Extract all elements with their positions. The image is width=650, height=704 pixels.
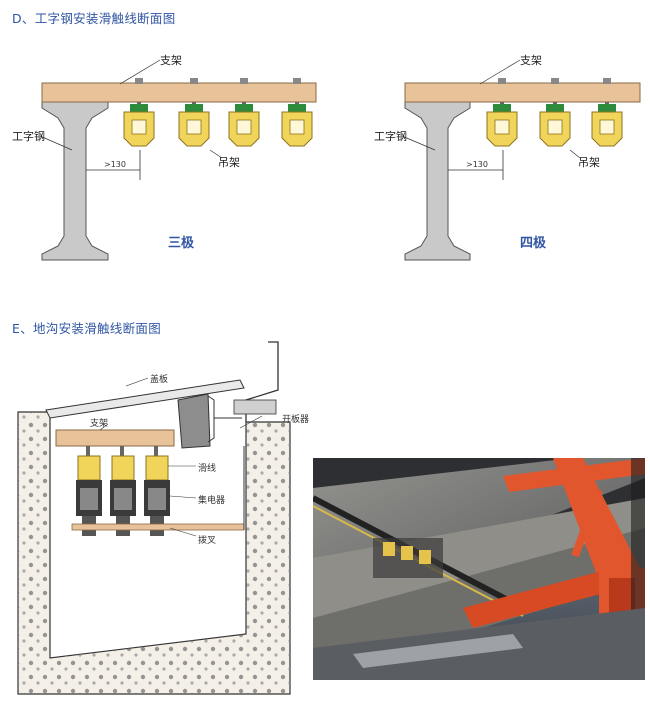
i-beam-diagram-three-pole — [39, 59, 317, 261]
hanger-pole-4-extra — [281, 78, 313, 147]
bracket-plate — [404, 82, 641, 103]
hanger-pole-2 — [178, 78, 210, 147]
hanger-pole-3 — [591, 78, 623, 147]
crane-photo — [313, 458, 645, 680]
d-right-caption: 四极 — [520, 236, 547, 251]
fork-bar — [71, 523, 245, 531]
hanger-pole-2 — [539, 78, 571, 147]
plate-opener — [177, 393, 211, 449]
e-collector-label: 集电器 — [198, 496, 226, 506]
trench-bracket — [55, 429, 175, 447]
hanger-pole-3 — [228, 78, 260, 147]
hanger-pole-1 — [486, 78, 518, 147]
i-beam-shape — [404, 101, 471, 261]
section-e-title: E、地沟安装滑触线断面图 — [12, 321, 161, 336]
d-left-hanger-label: 吊架 — [218, 156, 240, 169]
d-left-caption: 三极 — [168, 236, 195, 251]
e-cover-label: 盖板 — [150, 375, 169, 385]
collector-unit-2 — [110, 446, 136, 536]
d-right-hanger-label: 吊架 — [578, 156, 600, 169]
i-beam-shape — [41, 101, 109, 261]
d-right-distance-label: >130 — [466, 160, 488, 169]
d-right-beam-label: 工字钢 — [374, 130, 407, 143]
e-fork-label: 拨叉 — [198, 536, 217, 546]
collector-unit-1 — [76, 446, 102, 536]
cover-plate — [45, 379, 245, 419]
i-beam-diagram-four-pole — [401, 59, 641, 261]
d-left-bracket-label: 支架 — [160, 54, 182, 67]
d-left-beam-label: 工字钢 — [12, 130, 45, 143]
e-rail-label: 滑线 — [198, 464, 217, 474]
d-right-bracket-label: 支架 — [520, 54, 542, 67]
e-bracket-label: 支架 — [90, 419, 109, 429]
hanger-pole-1 — [123, 78, 155, 147]
e-opener-label: 开板器 — [282, 415, 310, 425]
collector-unit-3 — [144, 446, 170, 536]
d-left-distance-label: >130 — [104, 160, 126, 169]
bracket-plate — [41, 82, 317, 103]
section-d-title: D、工字钢安装滑触线断面图 — [12, 11, 176, 26]
trench-diagram — [17, 341, 291, 695]
